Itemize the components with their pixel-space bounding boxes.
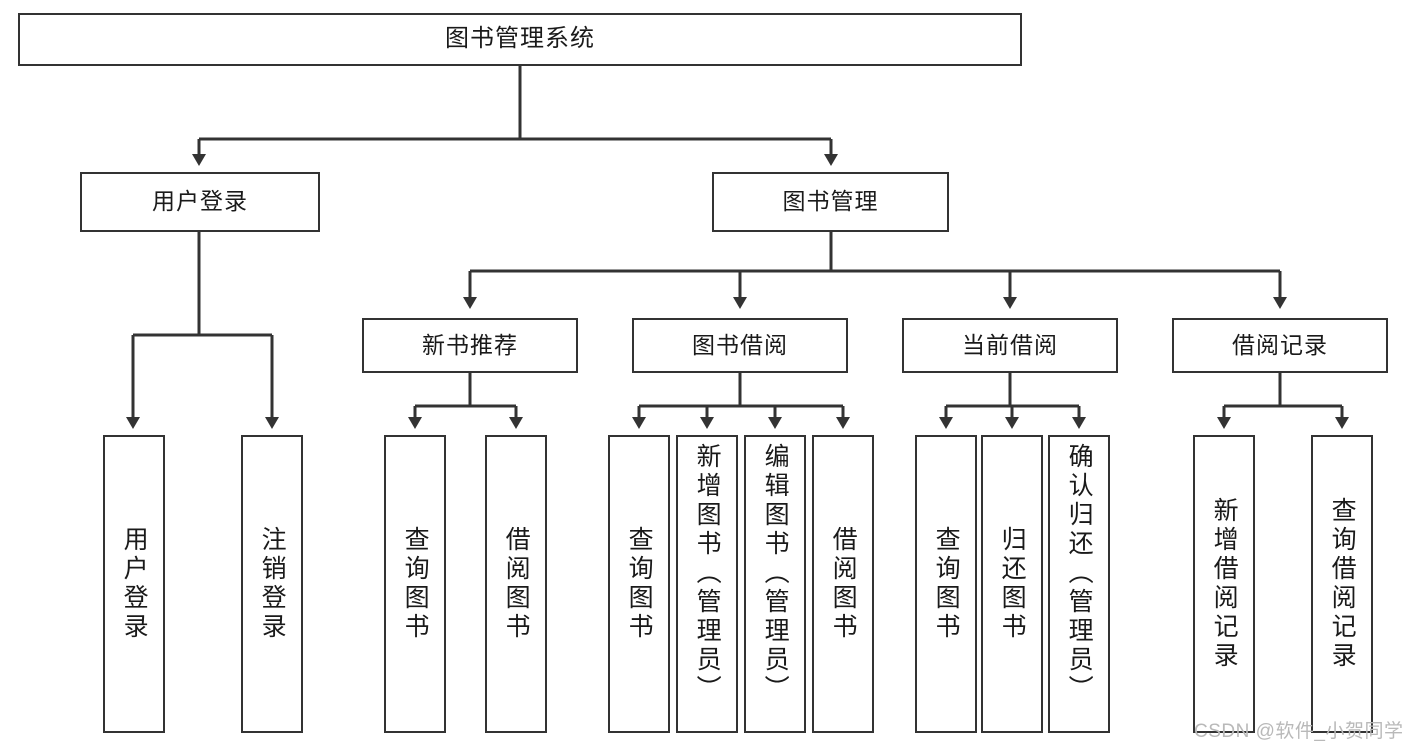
node-new-book-recommend[interactable]: 新书推荐	[362, 318, 578, 373]
node-root-label: 图书管理系统	[445, 25, 595, 53]
node-user-login[interactable]: 用户登录	[80, 172, 320, 232]
node-leaf-confirm-return[interactable]: 确认归还（管理员）	[1048, 435, 1110, 733]
node-book-management-label: 图书管理	[782, 188, 879, 215]
node-leaf-user-login-label: 用户登录	[120, 526, 149, 642]
node-borrow-record-label: 借阅记录	[1232, 331, 1328, 358]
node-borrow-record[interactable]: 借阅记录	[1172, 318, 1388, 373]
node-leaf-add-borrow-record-label: 新增借阅记录	[1210, 497, 1239, 671]
node-leaf-borrow-book-2-label: 借阅图书	[829, 526, 858, 642]
node-leaf-query-book-2[interactable]: 查询图书	[608, 435, 670, 733]
node-book-borrow-label: 图书借阅	[692, 331, 788, 358]
node-leaf-confirm-return-label: 确认归还（管理员）	[1065, 443, 1094, 704]
node-book-borrow[interactable]: 图书借阅	[632, 318, 848, 373]
node-new-book-recommend-label: 新书推荐	[422, 331, 518, 358]
node-leaf-logout-label: 注销登录	[258, 526, 287, 642]
node-leaf-query-book-3-label: 查询图书	[932, 526, 961, 642]
node-leaf-borrow-book-2[interactable]: 借阅图书	[812, 435, 874, 733]
node-leaf-query-borrow-record[interactable]: 查询借阅记录	[1311, 435, 1373, 733]
node-leaf-return-book-label: 归还图书	[998, 526, 1027, 642]
node-leaf-add-book[interactable]: 新增图书（管理员）	[676, 435, 738, 733]
node-current-borrow-label: 当前借阅	[962, 331, 1058, 358]
node-leaf-add-borrow-record[interactable]: 新增借阅记录	[1193, 435, 1255, 733]
node-leaf-return-book[interactable]: 归还图书	[981, 435, 1043, 733]
node-user-login-label: 用户登录	[152, 188, 248, 215]
node-leaf-edit-book-label: 编辑图书（管理员）	[761, 443, 790, 704]
node-current-borrow[interactable]: 当前借阅	[902, 318, 1118, 373]
node-leaf-edit-book[interactable]: 编辑图书（管理员）	[744, 435, 806, 733]
node-leaf-query-book-3[interactable]: 查询图书	[915, 435, 977, 733]
node-book-management[interactable]: 图书管理	[712, 172, 949, 232]
watermark-text: CSDN @软件_小贺同学	[1194, 721, 1404, 742]
node-leaf-query-book-2-label: 查询图书	[625, 526, 654, 642]
node-leaf-query-book-1[interactable]: 查询图书	[384, 435, 446, 733]
node-leaf-borrow-book-1[interactable]: 借阅图书	[485, 435, 547, 733]
node-leaf-query-borrow-record-label: 查询借阅记录	[1328, 497, 1357, 671]
node-leaf-query-book-1-label: 查询图书	[401, 526, 430, 642]
node-leaf-borrow-book-1-label: 借阅图书	[502, 526, 531, 642]
node-leaf-logout[interactable]: 注销登录	[241, 435, 303, 733]
node-leaf-user-login[interactable]: 用户登录	[103, 435, 165, 733]
node-root[interactable]: 图书管理系统	[18, 13, 1022, 66]
node-leaf-add-book-label: 新增图书（管理员）	[693, 443, 722, 704]
